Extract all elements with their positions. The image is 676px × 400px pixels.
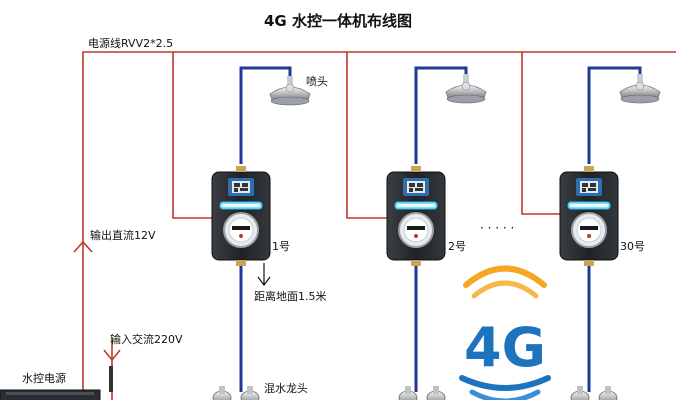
unit-1: 1号 — [211, 66, 311, 400]
water-pipe-top-2 — [414, 66, 468, 164]
shower-head-2 — [445, 73, 487, 104]
faucet-30 — [570, 385, 590, 400]
input-arrow — [103, 349, 121, 362]
shower-label: 喷头 — [306, 75, 328, 88]
water-pipe-top-1 — [239, 66, 292, 164]
ellipsis: · · · · · — [480, 221, 514, 235]
unit-2: 2号 — [386, 66, 487, 400]
distance-label: 距离地面1.5米 — [254, 289, 327, 303]
diagram-title: 4G 水控一体机布线图 — [264, 12, 412, 30]
water-meter-2 — [386, 165, 446, 267]
input-label: 输入交流220V — [110, 332, 183, 346]
unit-1-label: 1号 — [272, 240, 290, 253]
power-supply-box — [0, 366, 113, 400]
power-cable-label: 电源线RVV2*2.5 — [88, 36, 173, 50]
water-pipe-top-30 — [587, 66, 642, 164]
distance-arrow — [257, 263, 271, 286]
output-label: 输出直流12V — [90, 228, 156, 242]
power-supply-label: 水控电源 — [22, 371, 66, 385]
faucet-2 — [398, 385, 418, 400]
unit-30-label: 30号 — [620, 240, 645, 253]
faucet-1b — [212, 385, 232, 400]
water-meter-1 — [211, 165, 271, 267]
faucet-2b — [426, 385, 446, 400]
unit-30: 30号 — [559, 66, 661, 400]
shower-head-30 — [619, 73, 661, 104]
4g-logo: 4G — [459, 265, 551, 400]
unit-2-label: 2号 — [448, 240, 466, 253]
output-arrow — [73, 240, 93, 253]
faucet-1 — [240, 385, 260, 400]
4g-logo-text: 4G — [464, 316, 546, 379]
water-meter-30 — [559, 165, 619, 267]
faucet-30b — [598, 385, 618, 400]
shower-head-1 — [269, 75, 311, 106]
mixer-label: 混水龙头 — [264, 382, 308, 395]
